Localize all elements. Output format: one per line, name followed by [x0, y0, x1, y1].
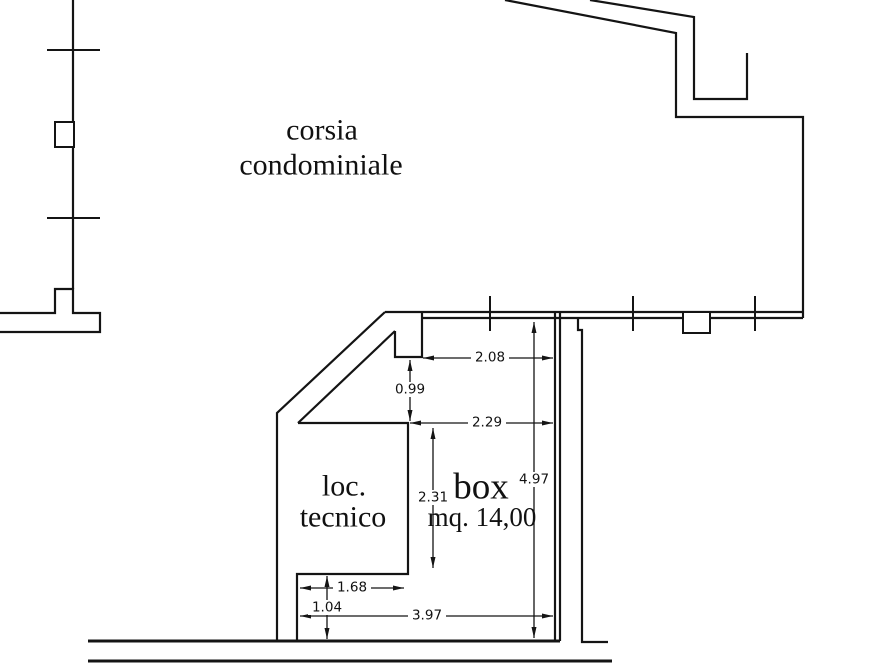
- technical-room-label-line2: tecnico: [300, 501, 387, 534]
- diagonal-outer-wall: [275, 311, 386, 641]
- left-boundary-wall: [0, 0, 102, 334]
- dimension-box-depth: 4.97: [519, 472, 549, 488]
- dimension-box-total-width: 3.97: [412, 608, 442, 624]
- garage-box-label: box: [453, 467, 509, 508]
- dimension-recess-depth: 0.99: [395, 382, 425, 398]
- wall-pillar-rect: [54, 121, 75, 148]
- left-wall-foot: [0, 287, 102, 334]
- top-right-ramp-walls: [504, 0, 805, 318]
- label-mask: [408, 608, 446, 623]
- label-mask: [414, 490, 452, 505]
- garage-box-area-label: mq. 14,00: [428, 502, 537, 532]
- label-mask: [391, 382, 429, 397]
- label-mask: [468, 415, 506, 430]
- neighbor-wall: [576, 318, 608, 644]
- dimension-room-inner-height: 2.31: [418, 490, 448, 506]
- door-jamb-rect: [682, 311, 711, 334]
- recess-notch-wall: [393, 312, 424, 359]
- dimension-room-inner-width: 1.68: [337, 580, 367, 596]
- label-mask: [308, 600, 346, 615]
- dimension-room-step-height: 1.04: [312, 600, 342, 616]
- front-wall-band: [385, 296, 803, 334]
- dimension-label-masks: [308, 350, 553, 623]
- room-labels: corsia condominiale loc. tecnico box mq.…: [239, 114, 536, 534]
- dimension-box-inner-width: 2.29: [472, 415, 502, 431]
- ramp-outer-wall: [504, 0, 805, 318]
- diagonal-inner-wall: [297, 330, 396, 424]
- dimension-opening-width: 2.08: [475, 350, 505, 366]
- label-mask: [333, 580, 371, 595]
- label-mask: [515, 472, 553, 487]
- corridor-label-line2: condominiale: [239, 149, 402, 182]
- box-and-room-walls: [88, 311, 612, 663]
- room-partition-wall: [295, 421, 410, 641]
- ramp-inner-wall: [589, 0, 749, 101]
- dimension-labels: 2.08 0.99 2.29 2.31 4.97 1.68 1.04 3.97: [312, 350, 549, 624]
- corridor-label-line1: corsia: [286, 114, 358, 147]
- label-mask: [471, 350, 509, 365]
- technical-room-label-line1: loc.: [322, 470, 366, 503]
